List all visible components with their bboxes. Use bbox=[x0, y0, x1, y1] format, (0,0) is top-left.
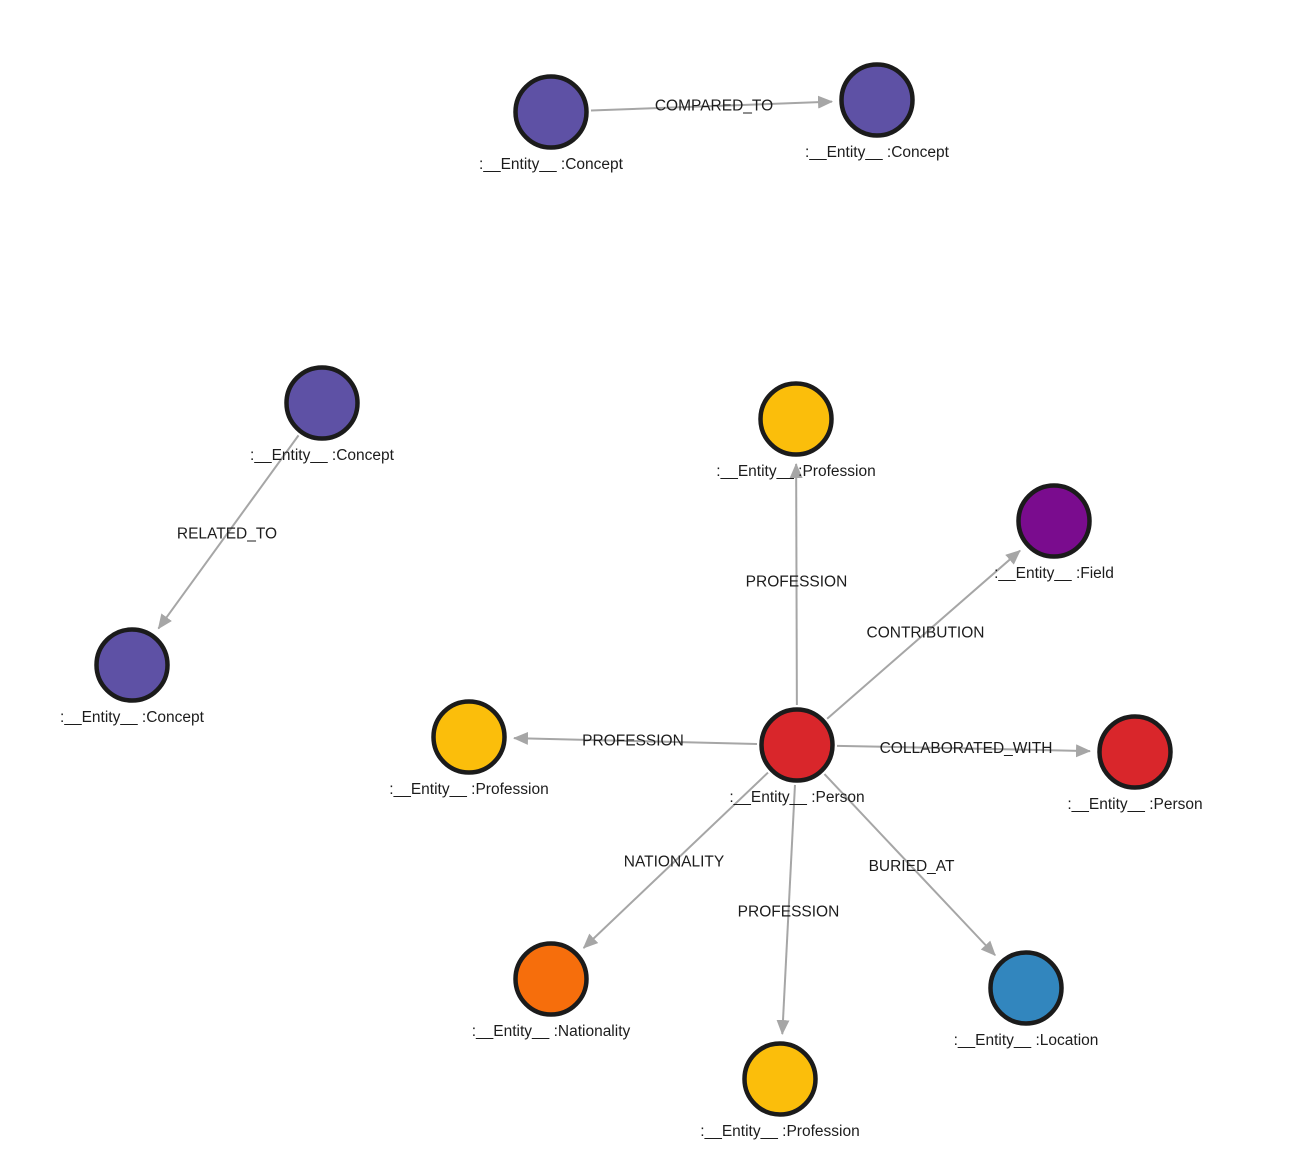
concept-node-circle[interactable] bbox=[839, 62, 915, 138]
relationship-arrow[interactable] bbox=[776, 784, 796, 1036]
node-caption: :__Entity__ :Concept bbox=[479, 156, 624, 173]
node-caption: :__Entity__ :Person bbox=[729, 789, 864, 806]
relationship-type-label[interactable]: COLLABORATED_WITH bbox=[880, 740, 1053, 757]
relationship-type-label[interactable]: PROFESSION bbox=[582, 733, 684, 750]
node-caption: :__Entity__ :Concept bbox=[60, 709, 205, 726]
relationship-arrow[interactable] bbox=[836, 744, 1092, 758]
concept-node-circle[interactable] bbox=[513, 74, 589, 150]
edge-collaborated-with-5[interactable] bbox=[836, 744, 1092, 758]
node-caption: :__Entity__ :Concept bbox=[805, 144, 950, 161]
relationship-type-label[interactable]: NATIONALITY bbox=[624, 854, 724, 871]
node-field[interactable]: :__Entity__ :Field bbox=[994, 483, 1114, 583]
concept-node-circle[interactable] bbox=[94, 627, 170, 703]
relationship-type-label[interactable]: RELATED_TO bbox=[177, 526, 277, 543]
profession-node-circle[interactable] bbox=[758, 381, 834, 457]
edge-profession-4[interactable] bbox=[512, 731, 758, 746]
nationality-node-circle[interactable] bbox=[513, 941, 589, 1017]
relationship-arrow[interactable] bbox=[826, 549, 1021, 720]
relationship-arrow[interactable] bbox=[823, 773, 996, 956]
edge-buried-at-8[interactable] bbox=[823, 773, 996, 956]
node-profession-left[interactable]: :__Entity__ :Profession bbox=[389, 699, 549, 799]
field-node-circle[interactable] bbox=[1016, 483, 1092, 559]
node-caption: :__Entity__ :Nationality bbox=[472, 1023, 631, 1040]
edge-contribution-3[interactable] bbox=[826, 549, 1021, 720]
node-concept-low-left[interactable]: :__Entity__ :Concept bbox=[60, 627, 205, 727]
node-profession-bottom[interactable]: :__Entity__ :Profession bbox=[700, 1041, 860, 1141]
node-caption: :__Entity__ :Person bbox=[1067, 796, 1202, 813]
node-caption: :__Entity__ :Field bbox=[994, 565, 1114, 582]
node-concept-top-left[interactable]: :__Entity__ :Concept bbox=[479, 74, 624, 174]
node-person-right[interactable]: :__Entity__ :Person bbox=[1067, 714, 1203, 814]
node-caption: :__Entity__ :Profession bbox=[716, 463, 875, 480]
node-caption: :__Entity__ :Profession bbox=[700, 1123, 859, 1140]
node-person-center[interactable]: :__Entity__ :Person bbox=[729, 707, 865, 807]
node-concept-mid-left[interactable]: :__Entity__ :Concept bbox=[250, 365, 395, 465]
relationship-type-label[interactable]: CONTRIBUTION bbox=[867, 625, 985, 642]
relationship-type-label[interactable]: COMPARED_TO bbox=[655, 98, 773, 115]
profession-node-circle[interactable] bbox=[431, 699, 507, 775]
node-caption: :__Entity__ :Location bbox=[954, 1032, 1099, 1049]
relationship-arrow[interactable] bbox=[590, 95, 834, 112]
relationship-type-label[interactable]: BURIED_AT bbox=[869, 858, 955, 875]
edge-profession-7[interactable] bbox=[776, 784, 796, 1036]
relationship-arrow[interactable] bbox=[512, 731, 758, 746]
node-nationality[interactable]: :__Entity__ :Nationality bbox=[472, 941, 631, 1041]
relationship-arrow[interactable] bbox=[582, 771, 769, 949]
location-node-circle[interactable] bbox=[988, 950, 1064, 1026]
person-node-circle[interactable] bbox=[1097, 714, 1173, 790]
relationship-arrow[interactable] bbox=[789, 462, 803, 706]
relationship-arrow[interactable] bbox=[157, 434, 300, 630]
edge-compared-to-0[interactable] bbox=[590, 95, 834, 112]
profession-node-circle[interactable] bbox=[742, 1041, 818, 1117]
edge-nationality-6[interactable] bbox=[582, 771, 769, 949]
edge-related-to-1[interactable] bbox=[157, 434, 300, 630]
node-profession-top[interactable]: :__Entity__ :Profession bbox=[716, 381, 876, 481]
node-concept-top-right[interactable]: :__Entity__ :Concept bbox=[805, 62, 950, 162]
concept-node-circle[interactable] bbox=[284, 365, 360, 441]
node-caption: :__Entity__ :Profession bbox=[389, 781, 548, 798]
node-caption: :__Entity__ :Concept bbox=[250, 447, 395, 464]
edge-profession-2[interactable] bbox=[789, 462, 803, 706]
node-location[interactable]: :__Entity__ :Location bbox=[954, 950, 1099, 1050]
relationship-type-label[interactable]: PROFESSION bbox=[738, 904, 840, 921]
person-node-circle[interactable] bbox=[759, 707, 835, 783]
relationship-type-label[interactable]: PROFESSION bbox=[746, 574, 848, 591]
